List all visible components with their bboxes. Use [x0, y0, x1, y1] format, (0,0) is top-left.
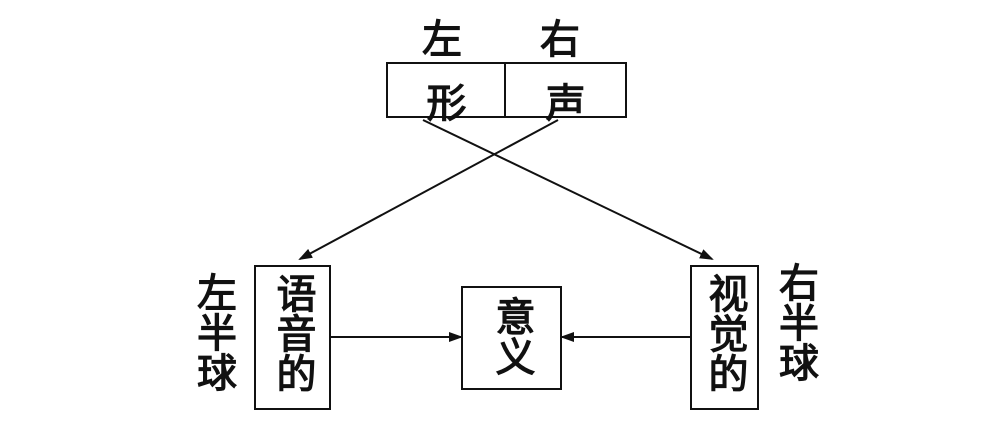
- top-left-label: 左: [422, 16, 462, 63]
- shape-cell: 形: [388, 71, 505, 129]
- meaning-box-label: 意义: [488, 296, 536, 376]
- phonetic-box-label: 语音的: [269, 273, 317, 393]
- top-right-label: 右: [540, 16, 580, 63]
- sound-cell: 声: [506, 71, 625, 129]
- cell-divider: [504, 64, 506, 116]
- right-hemisphere-label: 右半球: [772, 262, 819, 382]
- meaning-box: 意义: [461, 286, 562, 390]
- visual-box: 视觉的: [690, 265, 759, 410]
- left-hemisphere-label: 左半球: [190, 272, 237, 392]
- sound-cell-label: 声: [545, 80, 586, 127]
- shape-cell-label: 形: [426, 80, 467, 127]
- visual-box-label: 视觉的: [701, 273, 749, 393]
- top-split-box: 形 声: [386, 62, 627, 127]
- arrow-sound-to-phonetic: [298, 119, 559, 260]
- phonetic-box: 语音的: [254, 265, 331, 410]
- arrow-shape-to-visual: [422, 119, 714, 260]
